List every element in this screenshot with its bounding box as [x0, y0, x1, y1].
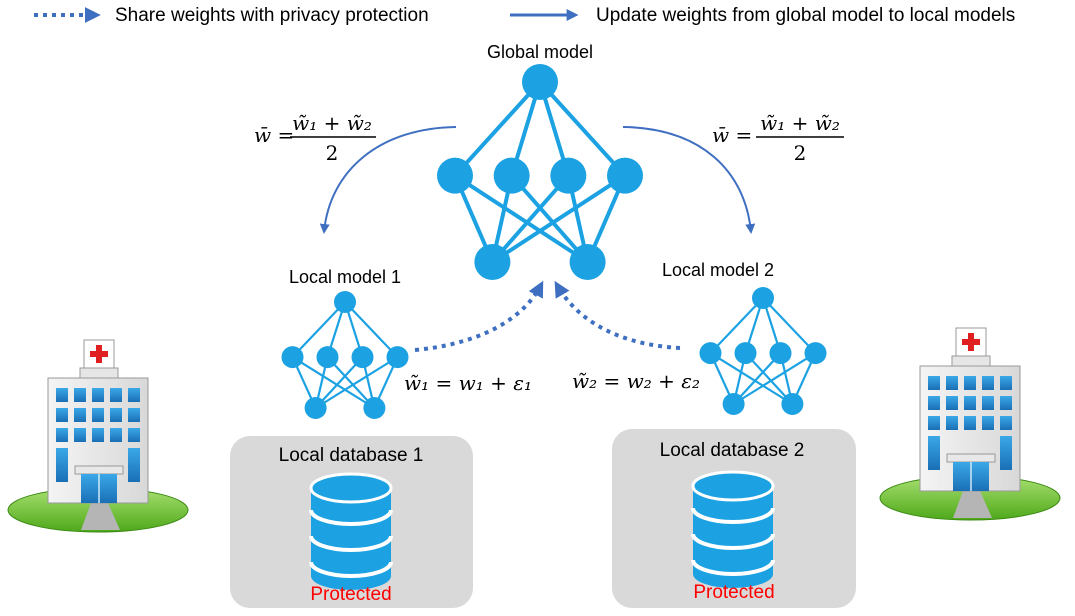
- update-arrow-left: [319, 126, 457, 234]
- network-edge: [453, 80, 542, 177]
- network-edge: [453, 173, 589, 264]
- network-node: [474, 244, 511, 280]
- network-edge: [291, 301, 346, 358]
- network-edge: [762, 297, 817, 354]
- legend: Share weights with privacy protection Up…: [34, 5, 1015, 26]
- noise-formula-1: w̃₁ = w₁ + ε₁: [404, 371, 532, 395]
- network-edge: [314, 356, 364, 409]
- network-edge: [732, 352, 782, 405]
- local-database-2-title: Local database 2: [660, 440, 805, 461]
- avg-numerator: w̃₁ + w̃₂: [760, 111, 840, 135]
- avg-denominator: 2: [794, 141, 807, 165]
- network-node: [363, 397, 386, 419]
- network-node: [769, 342, 792, 365]
- network-node: [781, 393, 804, 415]
- network-node: [334, 291, 356, 313]
- hospital-icon: [879, 327, 1061, 521]
- network-node: [699, 342, 722, 365]
- network-node: [437, 157, 473, 194]
- network-node: [752, 287, 774, 309]
- network-edge: [291, 356, 375, 409]
- protected-label-2: Protected: [693, 582, 774, 603]
- network-edge: [491, 173, 627, 264]
- share-arrow-left: [414, 280, 544, 352]
- network-node: [569, 244, 606, 280]
- network-edge: [744, 352, 794, 405]
- avg-denominator: 2: [326, 141, 339, 165]
- avg-lhs: w̄ =: [712, 123, 752, 147]
- database-icon: [309, 472, 393, 590]
- network-edge: [344, 301, 399, 358]
- avg-numerator: w̃₁ + w̃₂: [292, 111, 372, 135]
- network-node: [304, 397, 327, 419]
- noise-formula-2: w̃₂ = w₂ + ε₂: [572, 369, 700, 393]
- network-edge: [733, 352, 817, 405]
- network-node: [522, 64, 558, 100]
- network-edge: [709, 352, 793, 405]
- network-node: [722, 393, 745, 415]
- avg-lhs: w̄ =: [254, 123, 294, 147]
- averaging-formula-left: w̄ = w̃₁ + w̃₂ 2: [254, 111, 376, 165]
- local-model-1-network: [281, 291, 409, 419]
- network-node: [351, 346, 374, 369]
- legend-solid-label: Update weights from global model to loca…: [596, 5, 1015, 26]
- protected-label-1: Protected: [310, 584, 391, 605]
- update-arrow-right: [622, 126, 756, 234]
- global-model-title: Global model: [487, 42, 593, 62]
- network-node: [386, 346, 409, 369]
- share-arrow-right: [554, 280, 681, 350]
- averaging-formula-right: w̄ = w̃₁ + w̃₂ 2: [712, 111, 844, 165]
- legend-dotted-label: Share weights with privacy protection: [115, 5, 429, 26]
- network-node: [316, 346, 339, 369]
- local-database-1-panel: Local database 1 Protected: [230, 436, 473, 608]
- network-node: [607, 157, 643, 194]
- network-edge: [538, 80, 627, 177]
- network-node: [804, 342, 827, 365]
- hospital-icon: [7, 339, 189, 533]
- network-node: [550, 157, 587, 194]
- network-node: [493, 157, 530, 194]
- network-node: [734, 342, 757, 365]
- local-model-1-title: Local model 1: [289, 267, 401, 287]
- network-edge: [490, 174, 570, 264]
- network-node: [281, 346, 304, 369]
- global-model-network: [437, 64, 643, 280]
- local-model-2-network: [699, 287, 827, 415]
- database-icon: [691, 470, 775, 588]
- local-database-2-panel: Local database 2 Protected: [612, 429, 856, 608]
- local-database-1-title: Local database 1: [279, 445, 424, 466]
- network-edge: [510, 174, 590, 264]
- network-edge: [709, 297, 764, 354]
- network-edge: [315, 356, 399, 409]
- network-edge: [326, 356, 376, 409]
- local-model-2-title: Local model 2: [662, 260, 774, 280]
